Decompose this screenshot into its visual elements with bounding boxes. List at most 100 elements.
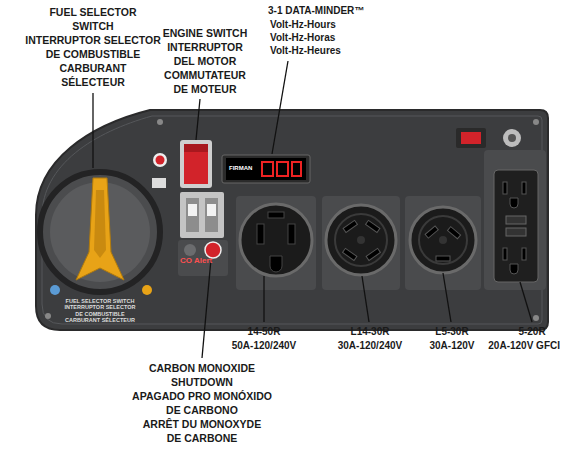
callout-label: CARBURANT [59,62,126,74]
leader-line [93,61,532,358]
callout-label: DE CARBONO [166,404,238,416]
engine-switch [156,156,165,165]
callout-label: 30A-120/240V [338,340,403,352]
display-screen: FIRMAN [226,158,306,180]
leader-line [443,273,451,322]
callout-label: ARRÊT DU MONOXYDE [143,418,261,430]
leader-line [92,93,93,168]
callout-label: DE MOTEUR [174,83,237,95]
panel-text: FIRMAN [229,165,252,172]
receptacle-5-20r-gfci [503,248,507,260]
panel-body [533,119,539,125]
callout-label: COMMUTATEUR [164,69,246,81]
circuit-breakers [180,192,224,238]
receptacle-14-50r [257,224,264,244]
callout-label: 3-1 DATA-MINDER™ [268,5,364,17]
receptacle-l14-30r [343,248,357,260]
dc-breaker-terminal [461,132,481,144]
panel-text: CO Alert [180,256,212,265]
receptacle-5-20r-gfci [484,150,546,290]
callout-label: DE CARBONE [167,432,238,444]
leader-line [520,282,532,322]
co-alert-button [178,240,228,276]
circuit-breakers [188,204,197,216]
callout-label: 14-50R [248,326,281,338]
receptacle-5-20r-gfci [494,170,538,282]
receptacle-l14-30r [322,196,400,290]
receptacle-l14-30r [357,236,365,244]
receptacle-l14-30r [366,248,380,260]
callout-label: CARBON MONOXIDE [149,362,255,374]
receptacle-14-50r [236,196,316,290]
receptacle-14-50r [240,204,312,276]
data-minder-display [262,162,273,176]
receptacle-l14-30r [343,220,357,232]
callout-label: DE COMBUSTIBLE [46,48,141,60]
receptacle-5-20r-gfci [503,182,507,194]
receptacle-14-50r [236,196,316,290]
circuit-breakers [207,204,216,216]
receptacle-5-20r-gfci [522,248,526,260]
dc-breaker-terminal [508,134,516,142]
fuel-selector-knob [40,172,160,295]
receptacle-5-20r-gfci [506,228,526,236]
callout-label: Volt-Hz-Horas [270,32,335,44]
callout-label: L5-30R [435,326,468,338]
co-alert-button [178,240,228,276]
leader-line [272,61,288,154]
panel-body [533,315,539,321]
panel-body [157,119,163,125]
leader-line [196,99,200,140]
receptacle-l5-30r [410,207,476,273]
callout-label: SÉLECTEUR [61,76,125,88]
callout-label: APAGADO PRO MONÓXIDO [132,390,272,402]
callout-label: 20A-120V GFCI [488,340,560,352]
callout-label: Volt-Hz-Hours [270,19,336,31]
receptacle-14-50r [268,212,284,218]
data-minder-display [226,158,306,180]
receptacle-l5-30r [439,236,447,244]
fuel-selector-knob [50,285,60,295]
circuit-breakers [205,198,218,232]
panel-text: FUEL SELECTOR SWITCH INTERRUPTOR SELECTO… [60,298,140,323]
callout-label: SHUTDOWN [171,376,233,388]
engine-switch [184,144,208,152]
fuel-selector-knob [40,172,160,292]
callout-label: 5-20R [518,326,545,338]
leader-line [202,259,211,358]
callout-label: FUEL SELECTOR [49,6,136,18]
panel-body [45,313,51,319]
engine-switch [184,144,208,184]
receptacle-5-20r-gfci [510,198,518,208]
co-alert-button [205,242,221,258]
receptacle-l14-30r [335,214,387,266]
circuit-breakers [186,198,199,232]
data-minder-display [222,155,310,183]
receptacle-5-20r-gfci [522,182,526,194]
receptacle-14-50r [270,256,282,272]
fuel-selector-knob [76,178,124,280]
callout-label: INTERRUPTOR [167,41,243,53]
receptacle-l14-30r [326,205,396,275]
receptacle-l5-30r [425,226,438,238]
dc-breaker-terminal [456,128,486,148]
receptacle-5-20r-gfci [510,264,518,274]
dc-breaker-terminal [456,128,521,148]
data-minder-display [292,162,301,176]
receptacle-l14-30r [322,196,400,290]
callout-label: 30A-120V [429,340,474,352]
leader-line [362,276,369,322]
circuit-breakers [180,192,224,238]
callout-label: L14-30R [351,326,390,338]
receptacle-l5-30r [436,256,450,261]
fuel-selector-knob [142,285,152,295]
panel-body [36,110,548,330]
callout-label: INTERRUPTOR SELECTOR [25,34,161,46]
data-minder-display [222,155,310,183]
callout-label: 50A-120/240V [232,340,297,352]
callout-label: SWITCH [72,20,113,32]
receptacle-5-20r-gfci [506,216,526,224]
panel-body [42,116,542,324]
panel-body [36,110,548,330]
receptacle-14-50r [288,224,295,244]
